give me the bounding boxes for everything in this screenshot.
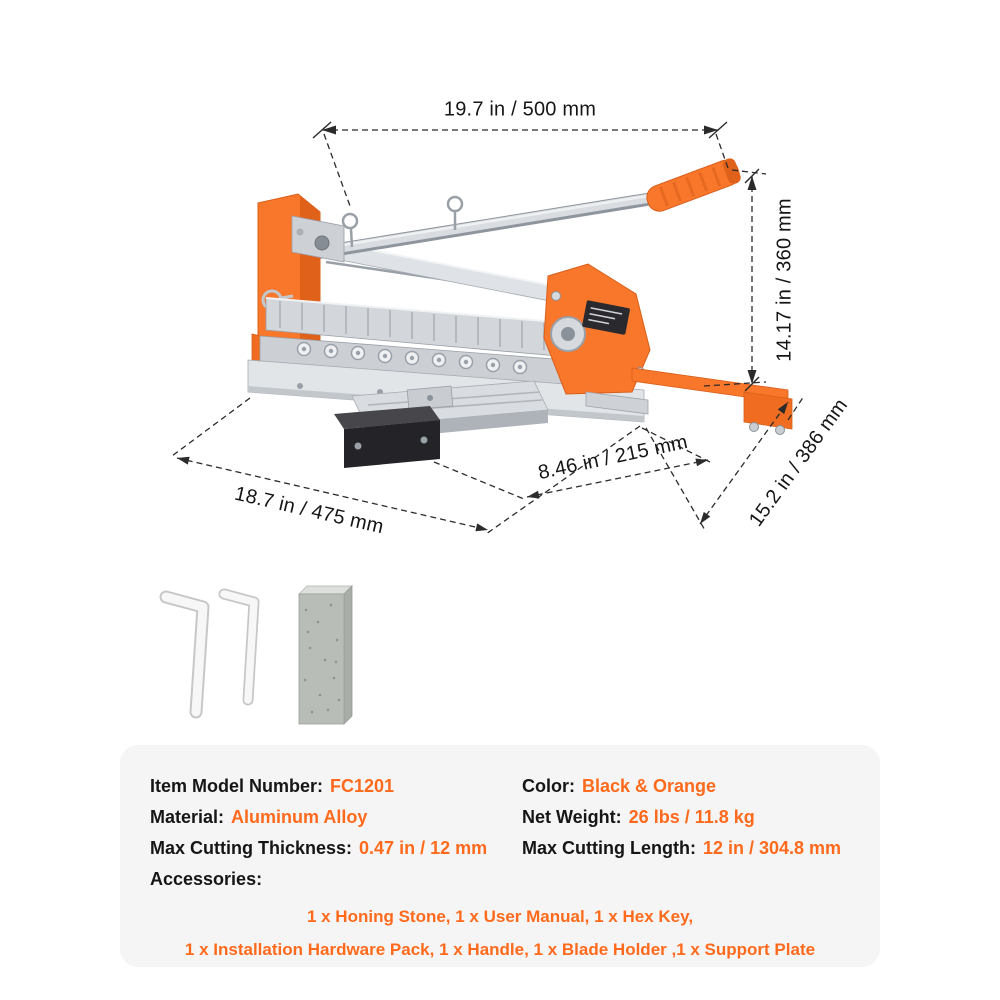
thickness-value: 0.47 in / 12 mm [359, 838, 488, 858]
hex-key-large [159, 590, 210, 719]
accessories-line-2: 1 x Installation Hardware Pack, 1 x Hand… [184, 940, 816, 959]
material-label: Material: [150, 807, 225, 827]
plank-cutter-illustration [247, 158, 793, 468]
accessories-label: Accessories: [150, 869, 263, 889]
model-value: FC1201 [330, 776, 395, 796]
accessories-line-1: 1 x Honing Stone, 1 x User Manual, 1 x H… [306, 907, 694, 926]
eyelet-hooks [341, 195, 464, 248]
spec-row-thickness: Max Cutting Thickness: 0.47 in / 12 mm [150, 833, 522, 864]
support-arm [585, 367, 793, 435]
material-value: Aluminum Alloy [231, 807, 368, 827]
accessories-illustration [159, 585, 353, 725]
handle-bar [303, 191, 663, 261]
spec-row-weight: Net Weight: 26 lbs / 11.8 kg [522, 802, 850, 833]
spec-row-model: Item Model Number: FC1201 [150, 771, 522, 802]
length-label: Max Cutting Length: [522, 838, 696, 858]
color-value: Black & Orange [582, 776, 717, 796]
spec-card: Item Model Number: FC1201 Material: Alumin… [120, 745, 880, 967]
right-blade-plate [543, 263, 651, 395]
stopper-block [334, 406, 440, 468]
sliding-table [334, 380, 549, 468]
thickness-label: Max Cutting Thickness: [150, 838, 353, 858]
dimension-lines [171, 121, 805, 535]
weight-label: Net Weight: [522, 807, 622, 827]
spec-row-color: Color: Black & Orange [522, 771, 850, 802]
dimension-label-width: 19.7 in / 500 mm [443, 98, 597, 121]
hex-key-small [218, 588, 260, 706]
model-label: Item Model Number: [150, 776, 324, 796]
color-label: Color: [522, 776, 575, 796]
roller-row [296, 341, 528, 375]
handle-grip [646, 158, 741, 212]
dimension-label-height: 14.17 in / 360 mm [773, 198, 796, 362]
honing-stone [298, 585, 353, 725]
spec-row-material: Material: Aluminum Alloy [150, 802, 522, 833]
weight-value: 26 lbs / 11.8 kg [628, 807, 755, 827]
length-value: 12 in / 304.8 mm [702, 838, 842, 858]
info-sticker [582, 300, 630, 335]
spec-row-length: Max Cutting Length: 12 in / 304.8 mm [522, 833, 850, 864]
